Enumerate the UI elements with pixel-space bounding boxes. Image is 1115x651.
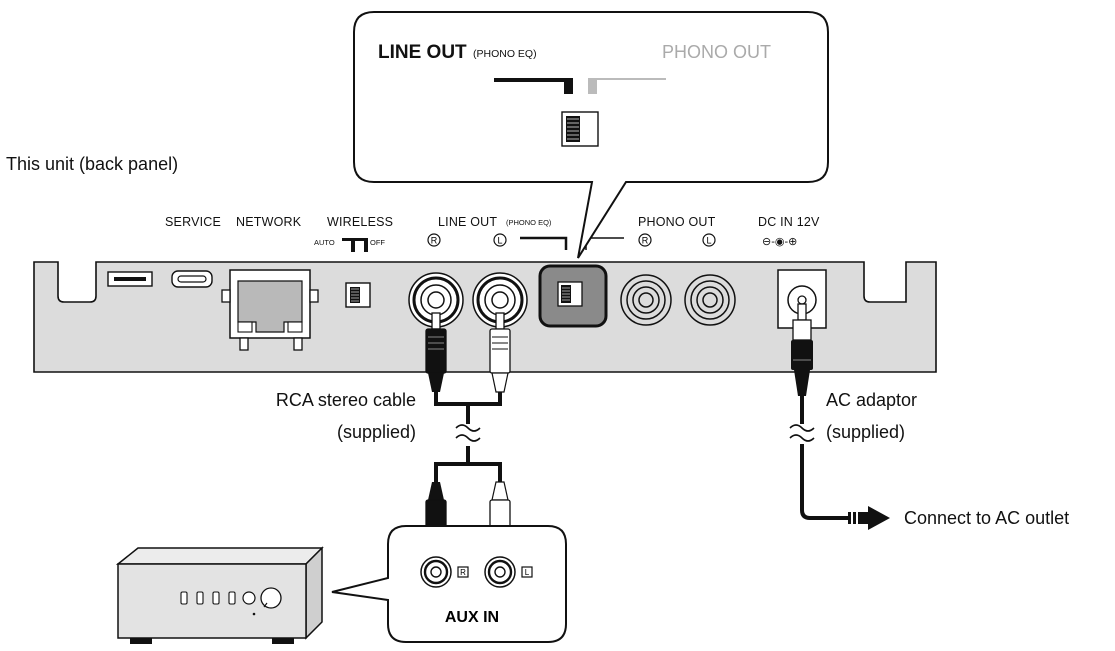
line-phono-switch-highlight bbox=[538, 264, 608, 328]
cable-break-icon bbox=[455, 424, 481, 442]
svg-text:L: L bbox=[706, 236, 711, 246]
line-out-l-marker: L bbox=[493, 233, 507, 247]
line-out-label: LINE OUT bbox=[438, 215, 497, 229]
service-port-icon bbox=[107, 271, 153, 287]
rca-plug-r-top bbox=[425, 312, 447, 392]
svg-text:R: R bbox=[642, 236, 649, 246]
wireless-switch-icon bbox=[345, 282, 371, 308]
connect-outlet-label: Connect to AC outlet bbox=[904, 508, 1069, 528]
micro-port-icon bbox=[171, 270, 213, 288]
callout-phono-out-label: PHONO OUT bbox=[662, 42, 771, 62]
phono-out-label: PHONO OUT bbox=[638, 215, 716, 229]
aux-in-callout bbox=[331, 525, 567, 643]
service-label: SERVICE bbox=[165, 215, 221, 229]
phono-out-r-jack bbox=[620, 274, 672, 326]
ac-adaptor-cable bbox=[800, 396, 848, 520]
ac-cable-break-icon bbox=[789, 424, 815, 442]
aux-in-label: AUX IN bbox=[445, 609, 499, 626]
amplifier-icon bbox=[115, 546, 324, 644]
rca-plug-l-top bbox=[489, 312, 511, 393]
unit-title: This unit (back panel) bbox=[6, 154, 178, 174]
svg-text:R: R bbox=[460, 568, 466, 577]
network-port-icon bbox=[221, 269, 319, 351]
dc-in-label: DC IN 12V bbox=[758, 215, 820, 229]
ac-adaptor-plug bbox=[791, 303, 813, 396]
panel-switch-indicator-icon bbox=[520, 236, 624, 250]
svg-text:L: L bbox=[497, 236, 502, 246]
svg-text:L: L bbox=[525, 568, 530, 577]
wireless-auto-label: AUTO bbox=[314, 238, 335, 247]
phono-out-r-marker: R bbox=[638, 233, 652, 247]
line-out-r-marker: R bbox=[427, 233, 441, 247]
line-out-phono-eq-label: (PHONO EQ) bbox=[506, 218, 552, 227]
rca-cable-label-line1: RCA stereo cable bbox=[276, 390, 416, 410]
aux-in-r-marker: R bbox=[457, 566, 469, 578]
wireless-off-label: OFF bbox=[370, 238, 385, 247]
callout-slide-switch-icon bbox=[561, 111, 599, 147]
svg-text:R: R bbox=[431, 236, 438, 246]
wireless-label: WIRELESS bbox=[327, 215, 393, 229]
rca-stereo-cable bbox=[434, 392, 502, 482]
aux-in-l-marker: L bbox=[521, 566, 533, 578]
rca-cable-label-line2: (supplied) bbox=[337, 422, 416, 442]
arrow-right-icon bbox=[848, 506, 890, 530]
ac-adaptor-label-line2: (supplied) bbox=[826, 422, 905, 442]
network-label: NETWORK bbox=[236, 215, 302, 229]
aux-in-l-jack bbox=[484, 556, 516, 588]
dc-polarity-label: ⊖-◉-⊕ bbox=[762, 236, 797, 248]
callout-phono-eq-label: (PHONO EQ) bbox=[473, 48, 537, 60]
wireless-position-icon bbox=[342, 238, 368, 252]
callout-line-out-label: LINE OUT bbox=[378, 42, 467, 63]
ac-adaptor-label-line1: AC adaptor bbox=[826, 390, 917, 410]
phono-out-l-marker: L bbox=[702, 233, 716, 247]
aux-in-r-jack bbox=[420, 556, 452, 588]
callout-switch-position-icon bbox=[494, 78, 666, 94]
phono-out-l-jack bbox=[684, 274, 736, 326]
